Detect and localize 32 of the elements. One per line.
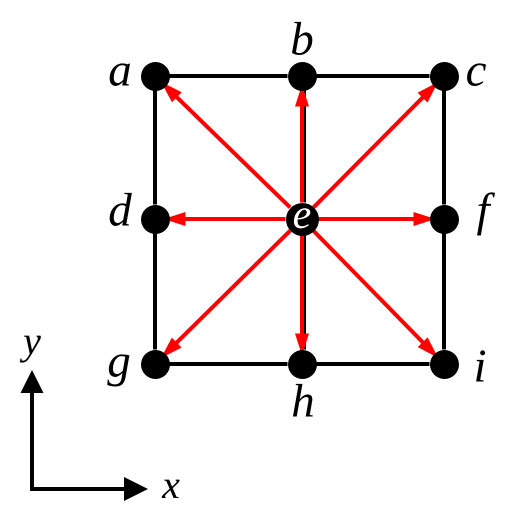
edge-line [153,234,157,350]
point-label: i [472,340,488,395]
point-label: d [107,184,133,239]
dot [140,350,170,378]
edge-line [170,362,288,366]
edge-line [316,362,430,366]
dot [430,204,458,234]
point-label: e [292,203,312,227]
point-label: h [290,374,316,430]
dot [286,202,318,236]
dot [140,62,170,90]
edge-line [442,234,446,350]
edge-line [316,74,430,78]
point-label: a [107,44,133,99]
dot [430,350,458,378]
arrow [312,82,438,209]
point-label: g [106,334,132,390]
edge-line [302,236,306,350]
dot [140,204,170,234]
edge-line [170,74,288,78]
axis-label: y [17,316,47,366]
dot [288,62,316,90]
edge-line [153,90,157,204]
dot [430,62,458,90]
point-label: c [464,44,488,99]
arrow [312,229,438,358]
dot [288,350,316,378]
edge-line [302,90,306,202]
point-label: f [469,182,497,240]
edge-line [442,90,446,204]
point-label: b [289,12,315,68]
axis-label: x [160,461,181,509]
